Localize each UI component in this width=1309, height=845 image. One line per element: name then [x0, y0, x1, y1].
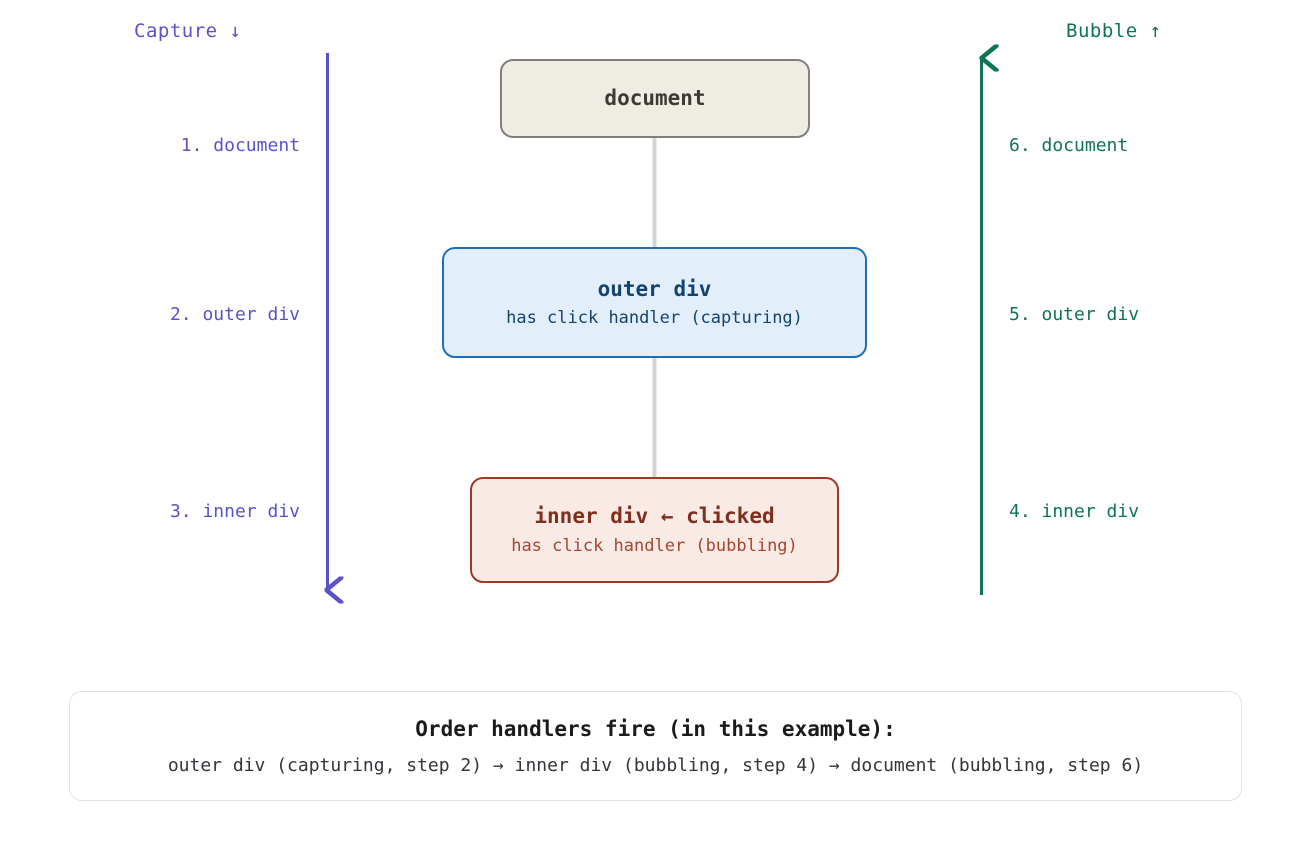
node-inner-div-title: inner div ← clicked: [534, 504, 775, 529]
bubble-step-5-label: 5. outer div: [1009, 304, 1140, 325]
summary-title: Order handlers fire (in this example):: [415, 716, 896, 741]
bubble-step-6-label: 6. document: [1009, 135, 1129, 156]
summary-panel: Order handlers fire (in this example): o…: [69, 691, 1242, 801]
node-inner-div: inner div ← clicked has click handler (b…: [470, 477, 839, 583]
node-document-title: document: [604, 86, 706, 111]
bubble-step-4-label: 4. inner div: [1009, 501, 1140, 522]
node-outer-div-title: outer div: [597, 276, 712, 301]
capture-step-2-label: 2. outer div: [169, 304, 300, 325]
summary-sequence: outer div (capturing, step 2) → inner di…: [167, 754, 1144, 776]
node-document: document: [500, 59, 810, 138]
capture-phase-heading: Capture ↓: [134, 20, 242, 42]
capture-step-1-label: 1. document: [180, 135, 300, 156]
node-outer-div-subtitle: has click handler (capturing): [506, 308, 803, 329]
bubble-phase-heading: Bubble ↑: [1066, 20, 1162, 42]
node-inner-div-subtitle: has click handler (bubbling): [511, 535, 798, 556]
capture-step-3-label: 3. inner div: [169, 501, 300, 522]
node-outer-div: outer div has click handler (capturing): [442, 247, 867, 358]
